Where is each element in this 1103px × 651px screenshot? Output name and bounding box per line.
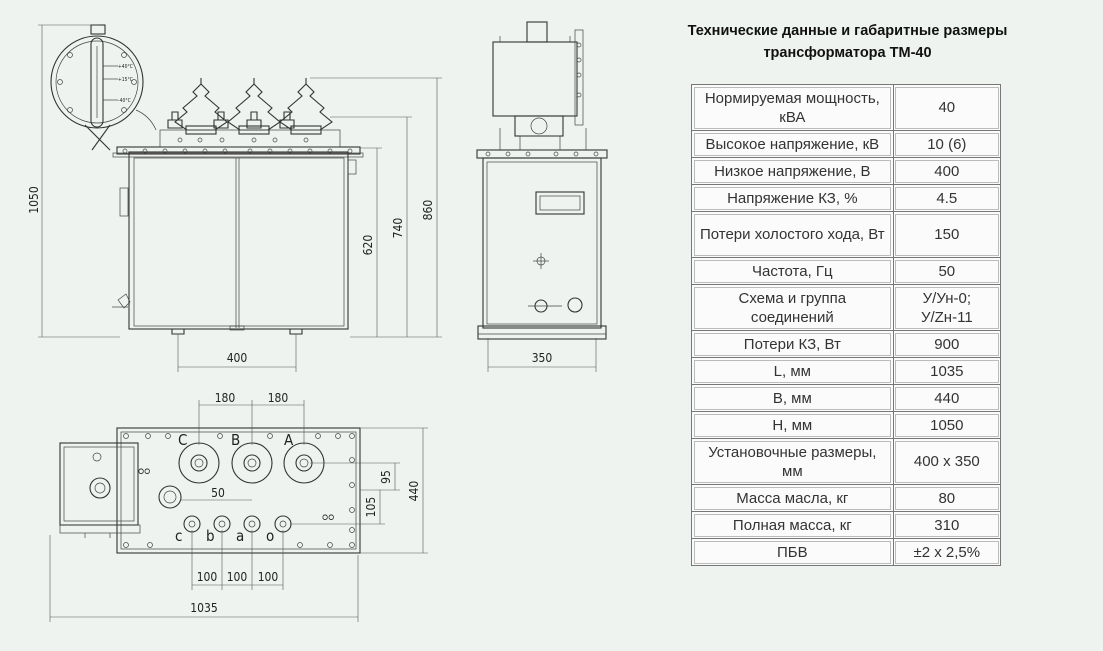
top-dimensions: 180 180 440 95 105 50 100 100 100 1035 <box>49 391 428 622</box>
param-cell: Схема и группа соединений <box>691 284 894 331</box>
top-view: ᴑᴑ ᴑᴑ C B A c b a o <box>59 427 361 554</box>
value-cell: 150 <box>892 211 1002 258</box>
param-cell: Потери КЗ, Вт <box>691 330 894 358</box>
dim-440: 440 <box>407 481 421 502</box>
spec-title-line1: Технические данные и габаритные размеры <box>687 23 1008 39</box>
param-cell: Напряжение КЗ, % <box>691 184 894 212</box>
table-row: Схема и группа соединений У/Ун-0; У/Zн-1… <box>691 284 1002 331</box>
hv-top-c <box>178 442 220 484</box>
hv-label-b: B <box>231 431 240 449</box>
gauge-mark-plus15: +15°С <box>118 77 133 83</box>
dim-95: 95 <box>379 470 393 484</box>
param-cell: Низкое напряжение, В <box>691 157 894 185</box>
dim-50: 50 <box>211 486 225 500</box>
table-row: Напряжение КЗ, % 4.5 <box>691 184 1002 212</box>
hv-label-c: C <box>178 431 187 449</box>
value-cell: 50 <box>892 257 1002 285</box>
param-cell: Потери холостого хода, Вт <box>691 211 894 258</box>
hv-bushing-c <box>174 78 228 135</box>
param-cell: B, мм <box>691 384 894 412</box>
param-cell: Масса масла, кг <box>691 484 894 512</box>
param-cell: Высокое напряжение, кВ <box>691 130 894 158</box>
value-cell: 310 <box>892 511 1002 539</box>
value-cell: 40 <box>892 84 1002 131</box>
dim-860: 860 <box>421 200 435 221</box>
spec-title-line2: трансформатора ТМ-40 <box>763 45 932 61</box>
lv-label-o: o <box>266 527 274 545</box>
hv-label-a: A <box>284 431 294 449</box>
value-cell: 4.5 <box>892 184 1002 212</box>
table-row: Частота, Гц 50 <box>691 257 1002 285</box>
table-row: ПБВ ±2 х 2,5% <box>691 538 1002 566</box>
ground-symbol-right: ᴑᴑ <box>322 512 334 523</box>
value-cell: 900 <box>892 330 1002 358</box>
gauge-mark-minus40: -40°С <box>118 98 131 104</box>
hv-top-b <box>231 442 273 484</box>
dim-400: 400 <box>227 351 248 365</box>
side-dimensions: 350 <box>487 338 597 372</box>
value-cell: У/Ун-0; У/Zн-11 <box>892 284 1002 331</box>
value-cell: 1050 <box>892 411 1002 439</box>
table-row: Нормируемая мощность, кВА 40 <box>691 84 1002 131</box>
dim-1035: 1035 <box>190 601 217 615</box>
param-cell: L, мм <box>691 357 894 385</box>
table-row: Масса масла, кг 80 <box>691 484 1002 512</box>
gauge-mark-plus40: +40°С <box>118 64 133 70</box>
table-row: Установочные размеры, мм 400 х 350 <box>691 438 1002 485</box>
table-row: Высокое напряжение, кВ 10 (6) <box>691 130 1002 158</box>
dim-1050: 1050 <box>27 186 41 214</box>
param-cell: ПБВ <box>691 538 894 566</box>
lv-label-c: c <box>175 527 182 545</box>
dim-620: 620 <box>361 235 375 256</box>
front-view: +40°С +15°С -40°С <box>50 24 364 335</box>
dim-740: 740 <box>391 218 405 239</box>
value-cell: 10 (6) <box>892 130 1002 158</box>
lv-label-a: a <box>236 527 244 545</box>
dim-105: 105 <box>364 497 378 518</box>
spec-title: Технические данные и габаритные размеры … <box>650 20 1045 64</box>
dim-180-right: 180 <box>268 391 289 405</box>
dim-100-3: 100 <box>258 570 279 584</box>
value-cell: ±2 х 2,5% <box>892 538 1002 566</box>
value-cell: 400 х 350 <box>892 438 1002 485</box>
side-view <box>476 21 608 340</box>
ground-symbol-left: ᴑᴑ <box>138 466 150 477</box>
table-row: L, мм 1035 <box>691 357 1002 385</box>
spec-table: Нормируемая мощность, кВА 40 Высокое нап… <box>691 84 1002 566</box>
value-cell: 400 <box>892 157 1002 185</box>
front-dimensions: 1050 860 740 620 400 <box>27 24 442 372</box>
value-cell: 80 <box>892 484 1002 512</box>
table-row: B, мм 440 <box>691 384 1002 412</box>
hv-bushing-a <box>279 78 333 135</box>
lv-label-b: b <box>206 527 215 545</box>
transformer-drawing: +40°С +15°С -40°С <box>27 21 608 622</box>
param-cell: Установочные размеры, мм <box>691 438 894 485</box>
table-row: Полная масса, кг 310 <box>691 511 1002 539</box>
dim-100-1: 100 <box>197 570 218 584</box>
table-row: Потери КЗ, Вт 900 <box>691 330 1002 358</box>
param-cell: Частота, Гц <box>691 257 894 285</box>
hv-bushing-b <box>227 78 281 135</box>
dim-350: 350 <box>532 351 553 365</box>
param-cell: Нормируемая мощность, кВА <box>691 84 894 131</box>
param-cell: Полная масса, кг <box>691 511 894 539</box>
table-row: H, мм 1050 <box>691 411 1002 439</box>
value-cell: 440 <box>892 384 1002 412</box>
dim-100-2: 100 <box>227 570 248 584</box>
table-row: Низкое напряжение, В 400 <box>691 157 1002 185</box>
param-cell: H, мм <box>691 411 894 439</box>
value-cell: 1035 <box>892 357 1002 385</box>
table-row: Потери холостого хода, Вт 150 <box>691 211 1002 258</box>
dim-180-left: 180 <box>215 391 236 405</box>
